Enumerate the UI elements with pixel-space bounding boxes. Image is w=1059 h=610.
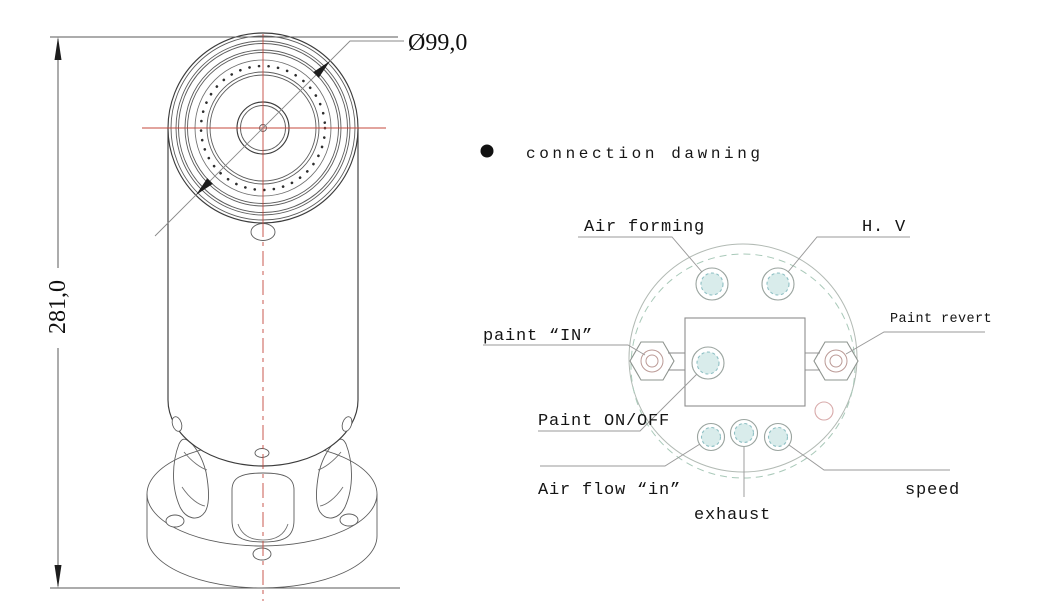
leader-paint-on-off (538, 373, 698, 432)
cylinder-body (167, 128, 359, 467)
port-air-forming (695, 267, 729, 301)
section-title: connection dawning (480, 144, 764, 163)
port-exhaust (729, 418, 759, 448)
flange-bolt-holes (165, 513, 359, 561)
port-air-flow-in (696, 422, 726, 452)
hex-fitting-paint-in (629, 341, 675, 381)
leader-hv (787, 236, 910, 273)
hex-fitting-paint-revert (813, 341, 859, 381)
leader-speed (788, 444, 950, 471)
hex-stems (668, 352, 820, 371)
diameter-dimension: Ø99,0 (154, 30, 467, 237)
connection-diagram: connection dawning (480, 144, 992, 525)
exhaust-label: exhaust (694, 506, 771, 525)
paint-revert-label: Paint revert (890, 312, 992, 327)
pink-marker-hole (814, 401, 834, 421)
air-flow-in-label: Air flow “in” (538, 481, 681, 500)
leader-paint-in (483, 344, 646, 356)
paint-on-off-label: Paint ON/OFF (538, 412, 670, 431)
leader-paint-revert (845, 331, 985, 355)
height-dimension: 281,0 (45, 36, 400, 589)
port-hv (761, 267, 795, 301)
section-title-label: connection dawning (526, 145, 764, 163)
side-view-figure: Ø99,0 281,0 (45, 30, 467, 601)
connector-plate-outline (628, 243, 858, 473)
bullet-icon (480, 144, 494, 158)
air-forming-label: Air forming (584, 218, 705, 237)
port-paint-on-off (691, 346, 725, 380)
leader-air-flow-in (540, 443, 701, 467)
paint-in-label: paint “IN” (483, 327, 593, 346)
diameter-dimension-label: Ø99,0 (408, 30, 467, 56)
port-speed (763, 422, 793, 452)
speed-label: speed (905, 481, 960, 500)
leader-lines (483, 236, 985, 497)
height-dimension-label: 281,0 (45, 280, 71, 334)
flange-window (231, 472, 295, 543)
hv-label: H. V (862, 218, 906, 237)
leader-air-forming (578, 236, 703, 273)
